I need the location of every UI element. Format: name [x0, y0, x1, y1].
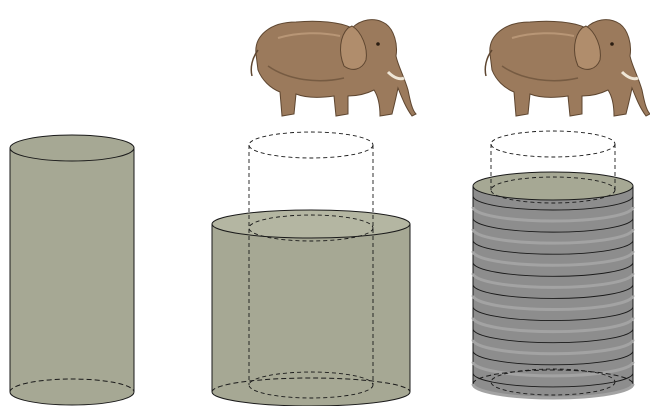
squashed-cylinder — [212, 210, 410, 406]
elephant-icon-2 — [485, 20, 650, 116]
original-cylinder — [10, 135, 134, 405]
reinforced-cylinder — [473, 172, 633, 398]
elephant-icon — [251, 20, 416, 116]
